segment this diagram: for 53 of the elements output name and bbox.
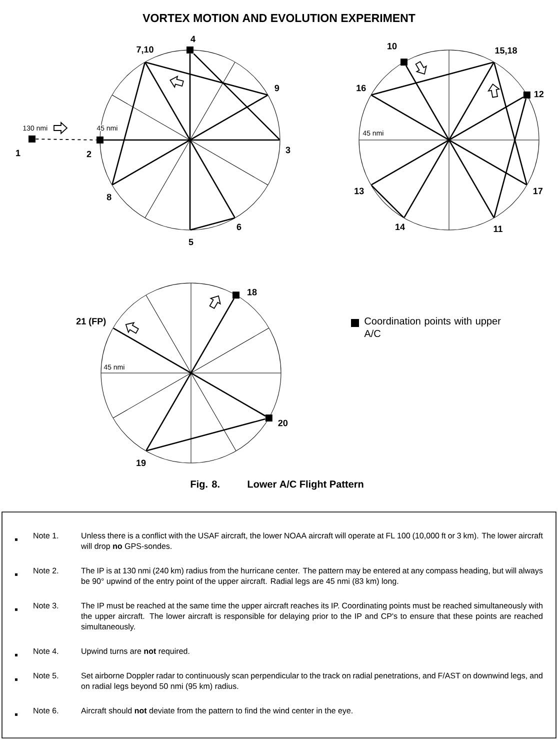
waypoint-number: 2 xyxy=(86,150,92,158)
flight-leg xyxy=(193,53,280,140)
caption: Lower A/C Flight Pattern xyxy=(248,480,364,490)
note-label: Note 2. xyxy=(34,568,58,574)
waypoint-number: 9 xyxy=(274,84,280,92)
flight-leg xyxy=(113,328,266,416)
note-text: Unless there is a conflict with the USAF aircraft, the lower NOAA aircraft will operate at FL 100 (10,000 ft or 3 km). The lower aircraft will drop no GPS-sondes. xyxy=(80,532,543,551)
waypoint-number: 21 (FP) xyxy=(76,318,106,326)
flight-leg xyxy=(189,54,191,230)
legend-text: Coordination points with upper A/C xyxy=(364,317,501,338)
note-label: Note 5. xyxy=(34,672,58,678)
flight-leg xyxy=(112,94,268,186)
flight-leg xyxy=(494,98,527,218)
waypoint-number: 4 xyxy=(190,36,196,42)
waypoint-number: 20 xyxy=(278,420,288,426)
waypoint-number: 14 xyxy=(396,224,405,230)
waypoint-number: 8 xyxy=(106,194,112,200)
note-text: The IP must be reached at the same time the upper aircraft reaches its IP. Coordinating points must be reached simultaneously with the upper aircraft. The lower aircraft is responsible for delaying prior to the IP and CP's to ensure that these points are reached simultaneously. xyxy=(81,602,542,632)
waypoint-number: 13 xyxy=(354,188,364,194)
waypoint-number: 6 xyxy=(236,224,242,230)
waypoint-number: 18 xyxy=(248,288,257,296)
flight-leg xyxy=(144,62,236,218)
note-text: Aircraft should not deviate from the pattern to find the wind center in the eye. xyxy=(81,708,352,716)
waypoint-number: 12 xyxy=(534,90,544,98)
notes-box xyxy=(2,512,556,738)
waypoint-number: 3 xyxy=(286,146,290,154)
note-label: Note 4. xyxy=(34,648,58,654)
waypoint-number: 1 xyxy=(16,150,20,156)
note-text: Upwind turns are not required. xyxy=(82,648,190,656)
flight-leg xyxy=(371,62,494,96)
note-label: Note 3. xyxy=(34,602,58,608)
waypoint-number: 19 xyxy=(136,460,146,466)
note-label: Note 1. xyxy=(34,532,58,538)
flight-leg xyxy=(145,62,268,96)
figure-number: Fig. 8. xyxy=(190,480,220,490)
flight-leg xyxy=(112,62,146,185)
flight-leg xyxy=(494,62,528,185)
flight-leg xyxy=(371,185,404,218)
waypoint-number: 16 xyxy=(356,84,366,92)
note-label: Note 6. xyxy=(34,708,58,714)
flight-leg xyxy=(190,217,235,231)
flight-leg xyxy=(104,139,280,141)
title: VORTEX MOTION AND EVOLUTION EXPERIMENT xyxy=(142,14,416,22)
flight-leg xyxy=(146,298,234,451)
waypoint-number: 7,10 xyxy=(136,46,154,54)
waypoint-number: 10 xyxy=(388,42,397,50)
note-text: Set airborne Doppler radar to continuously scan perpendicular to the track on radial penetrations, and F/AST on downwind legs, and on radial legs beyond 50 nmi (95 km) radius. xyxy=(81,672,542,691)
note-text: The IP is at 130 nmi (240 km) radius from the hurricane center. The pattern may be entered at any compass heading, but will always be 90° upwind of the entry point of the upper aircraft. Radial legs are 45 nmi (83 km) long. xyxy=(81,568,543,586)
waypoint-number: 11 xyxy=(494,226,502,232)
flight-leg xyxy=(146,418,266,452)
waypoint-number: 5 xyxy=(188,238,194,246)
waypoint-number: 17 xyxy=(533,188,542,194)
waypoint-number: 15,18 xyxy=(495,47,517,55)
